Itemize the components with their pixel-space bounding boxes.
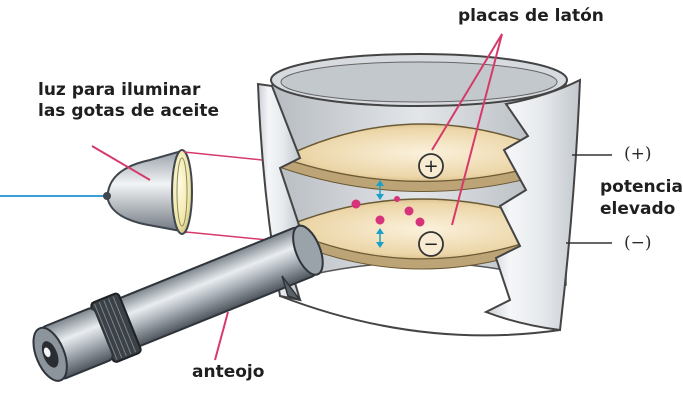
label-eyepiece: anteojo [192,362,264,383]
label-brass-plates: placas de latón [458,6,604,27]
label-light-line2: las gotas de aceite [38,101,219,122]
label-light: luz para iluminar las gotas de aceite [38,80,219,122]
label-high-potential: potencial elevado [600,176,683,220]
label-light-line1: luz para iluminar [38,80,219,101]
oil-drop [405,207,414,216]
leader-eyepiece [215,312,228,360]
oil-drop [394,196,400,202]
oil-drop [416,218,425,227]
label-positive-terminal: (+) [624,144,652,164]
lamp-icon [0,150,268,240]
label-potential-line2: elevado [600,198,683,220]
negative-sign: − [423,234,438,255]
oil-drop [376,216,385,225]
telescope-icon [25,216,331,389]
cylinder-apparatus: + − [258,54,580,335]
lamp-lens [172,150,192,234]
label-negative-terminal: (−) [624,233,652,253]
oil-drop [352,200,361,209]
positive-sign: + [423,156,438,177]
label-potential-line1: potencial [600,176,683,198]
